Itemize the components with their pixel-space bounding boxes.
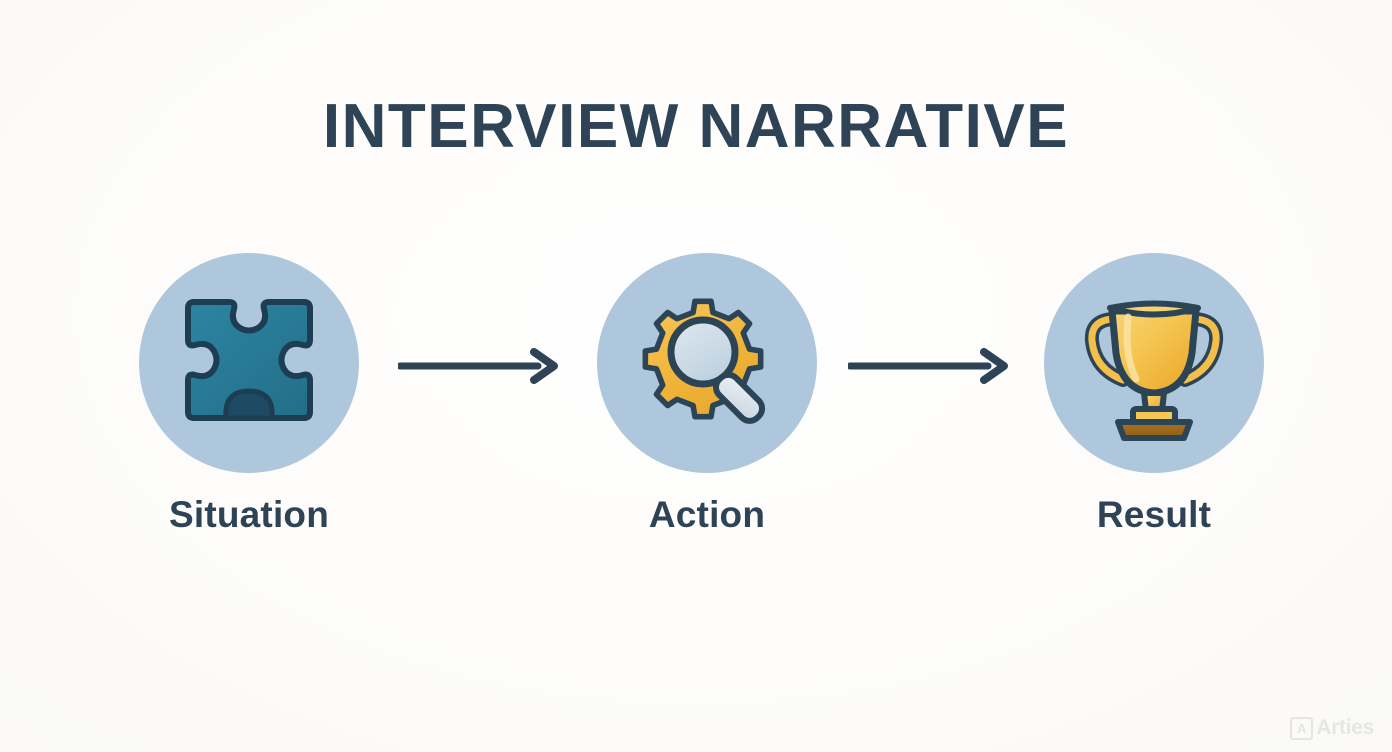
arrow-situation-to-action	[398, 348, 560, 384]
page-title: INTERVIEW NARRATIVE	[322, 92, 1070, 161]
watermark-logo-icon: A	[1290, 716, 1314, 740]
trophy-icon	[1084, 300, 1224, 441]
step-action-circle	[597, 253, 817, 473]
step-action-label: Action	[648, 494, 766, 535]
steps-row: Situation	[0, 253, 1392, 553]
step-situation[interactable]: Situation	[119, 253, 379, 536]
watermark: A Arties	[1290, 716, 1374, 740]
step-situation-circle	[139, 253, 359, 473]
arrow-action-to-result	[848, 348, 1010, 384]
step-action[interactable]: Action	[577, 253, 837, 536]
step-result-label: Result	[1096, 494, 1212, 535]
step-result[interactable]: Result	[1024, 253, 1284, 536]
gear-magnifier-icon	[642, 298, 766, 424]
step-result-circle	[1044, 253, 1264, 473]
puzzle-piece-icon	[185, 299, 313, 421]
watermark-text: Arties	[1316, 716, 1374, 739]
step-situation-label: Situation	[168, 494, 330, 535]
